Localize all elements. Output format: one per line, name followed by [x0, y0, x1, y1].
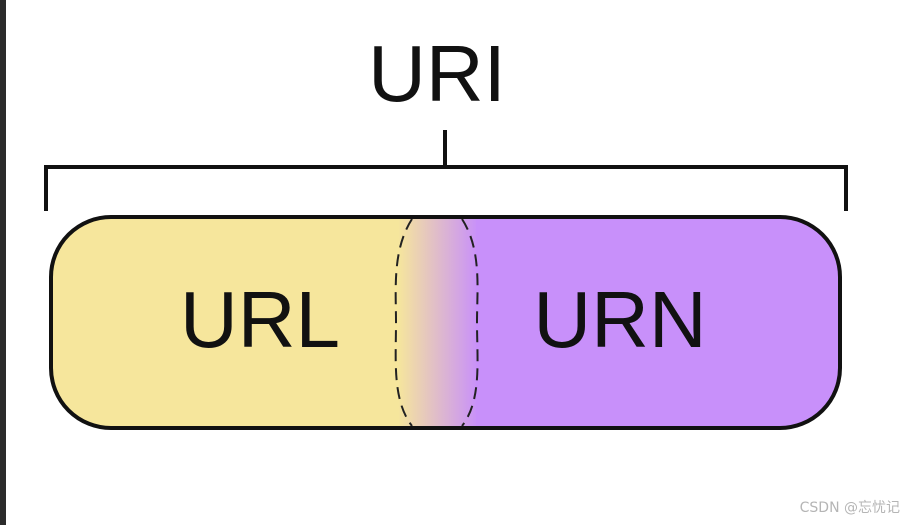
- urn-region: [476, 217, 840, 428]
- overlap-dashed-outline: [394, 218, 479, 427]
- uri-label: URI: [368, 29, 506, 118]
- url-label: URL: [180, 275, 340, 364]
- window-edge: [0, 0, 6, 525]
- uri-bracket: [44, 130, 848, 211]
- overlap-region: [398, 217, 478, 428]
- pill-outline: [49, 215, 842, 430]
- url-region: [51, 217, 400, 428]
- watermark: CSDN @忘忧记: [799, 500, 900, 516]
- urn-label: URN: [533, 275, 706, 364]
